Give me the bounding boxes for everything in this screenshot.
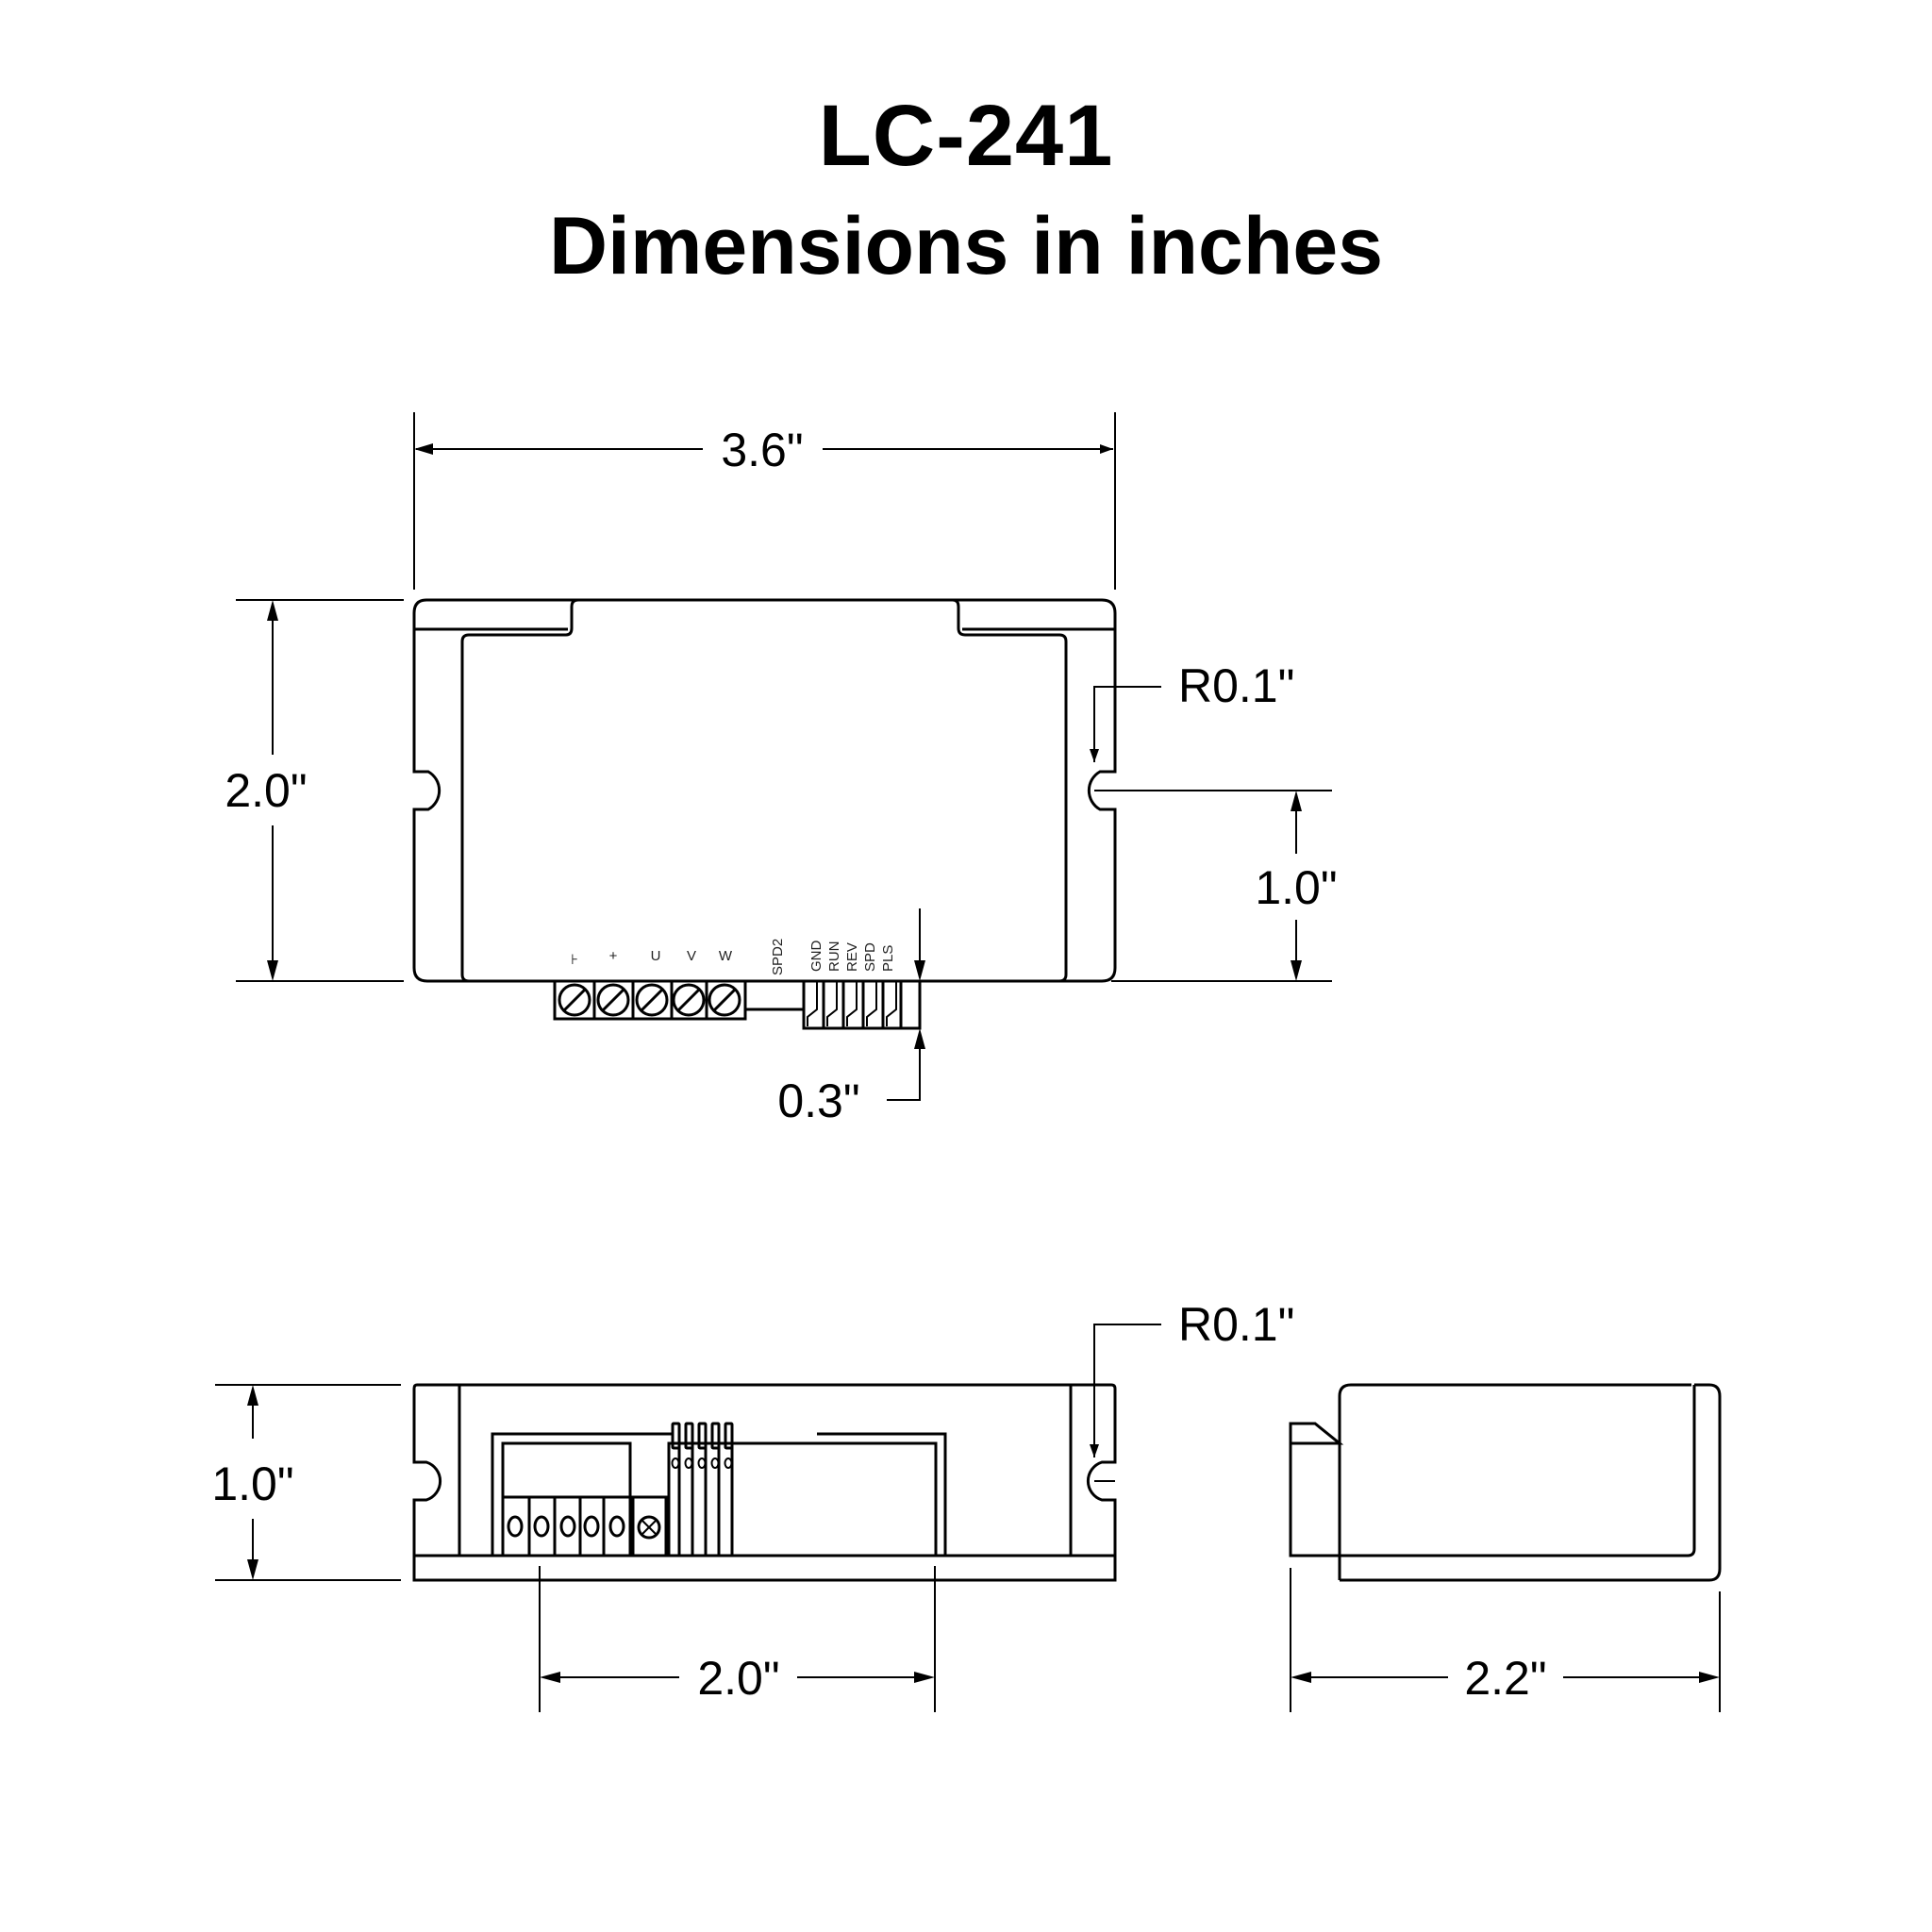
signal-terminal-block <box>802 979 922 1030</box>
power-terminal-block <box>553 979 747 1021</box>
terminal-label-spd2: SPD2 <box>770 939 786 975</box>
terminal-label-run: RUN <box>826 941 842 973</box>
side-view: 2.2" <box>1289 1383 1722 1712</box>
spd2-connector <box>743 979 806 1011</box>
terminal-label-spd: SPD <box>862 942 878 972</box>
front-height-dimension: 1.0" <box>211 1457 293 1510</box>
terminal-label-rev: REV <box>844 942 860 972</box>
front-spd2-potentiometer <box>631 1495 668 1557</box>
top-view-lid <box>460 598 1068 983</box>
protrusion-dimension: 0.3" <box>777 1074 859 1127</box>
slot-offset-dimension: 1.0" <box>1255 861 1337 914</box>
depth-dimension: 2.2" <box>1464 1652 1546 1705</box>
terminal-label-ground: ⊦ <box>571 952 578 968</box>
terminal-label-v: V <box>687 948 696 964</box>
terminal-label-pls: PLS <box>880 945 896 972</box>
terminal-label-plus: + <box>609 948 618 964</box>
connector-width-dimension: 2.0" <box>697 1652 779 1705</box>
terminal-label-u: U <box>651 948 661 964</box>
top-view: ⊦ + U V W SPD2 GND RUN REV SPD PLS 3.6" … <box>225 412 1338 1127</box>
slot-radius-label: R0.1" <box>1178 659 1294 712</box>
front-view-outline <box>412 1383 1117 1582</box>
drawing-title: LC-241 <box>818 88 1114 184</box>
top-view-outline <box>412 598 1117 983</box>
terminal-label-gnd: GND <box>808 941 824 973</box>
front-signal-terminals <box>667 1422 938 1556</box>
terminal-label-w: W <box>719 948 733 964</box>
front-power-terminals <box>501 1495 632 1557</box>
front-slot-radius-label: R0.1" <box>1178 1298 1294 1351</box>
drawing-subtitle: Dimensions in inches <box>548 201 1384 291</box>
width-dimension: 3.6" <box>721 424 803 476</box>
height-dimension: 2.0" <box>225 764 307 817</box>
front-view: R0.1" 1.0" 2.0" <box>211 1298 1294 1712</box>
